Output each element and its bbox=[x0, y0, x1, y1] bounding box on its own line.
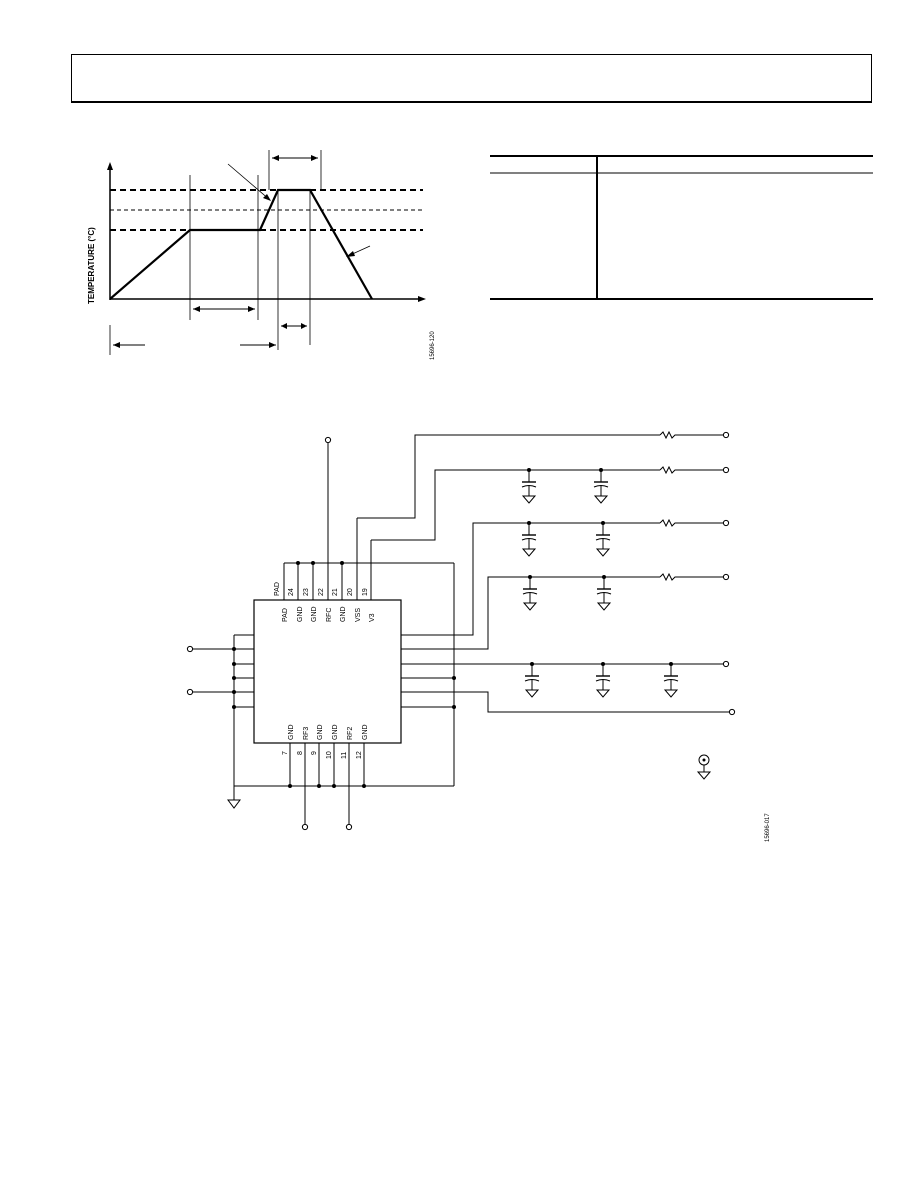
v2-trace bbox=[401, 522, 660, 636]
pin-name-gnd-10: GND bbox=[332, 724, 339, 740]
pin-name-rf3: RF3 bbox=[303, 727, 310, 740]
pin-number-21: 21 bbox=[332, 588, 339, 596]
terminal-1[interactable] bbox=[722, 431, 730, 439]
resistor-r1 bbox=[659, 430, 724, 440]
terminal-4[interactable] bbox=[722, 573, 730, 581]
y-axis-arrowhead bbox=[107, 162, 113, 170]
rf3-terminal[interactable] bbox=[301, 823, 309, 831]
v1-trace bbox=[401, 576, 660, 650]
pin-number-8: 8 bbox=[297, 751, 304, 755]
capacitor-c1 bbox=[521, 470, 537, 504]
pin-number-7: 7 bbox=[282, 751, 289, 755]
ramp-up-leader bbox=[227, 163, 271, 201]
rfc-terminal[interactable] bbox=[324, 436, 332, 444]
pin-number-23: 23 bbox=[303, 588, 310, 596]
rf4-terminal[interactable] bbox=[186, 645, 194, 653]
ls-trace bbox=[454, 691, 730, 713]
capacitor-c4 bbox=[595, 523, 611, 557]
pin-name-gnd-a: GND bbox=[297, 606, 304, 622]
x-axis-arrowhead bbox=[418, 296, 426, 302]
ground-symbol-main bbox=[227, 799, 241, 809]
page-header-box bbox=[71, 54, 872, 103]
capacitor-c9 bbox=[663, 664, 679, 698]
capacitor-c2 bbox=[593, 470, 609, 504]
capacitor-c5 bbox=[522, 577, 538, 611]
capacitor-c7 bbox=[524, 664, 540, 698]
temperature-profile-curve bbox=[109, 188, 373, 300]
pin-name-vss: VSS bbox=[355, 608, 362, 622]
pin-name-gnd-9: GND bbox=[317, 724, 324, 740]
pin-name-rf2: RF2 bbox=[347, 727, 354, 740]
pin-name-gnd-7: GND bbox=[288, 724, 295, 740]
terminal-6[interactable] bbox=[728, 708, 736, 716]
pin-name-gnd-12: GND bbox=[362, 724, 369, 740]
terminal-5[interactable] bbox=[722, 660, 730, 668]
pin-name-rfc: RFC bbox=[326, 608, 333, 622]
capacitor-c3 bbox=[521, 523, 537, 557]
terminal-3[interactable] bbox=[722, 519, 730, 527]
pin-number-12: 12 bbox=[356, 751, 363, 759]
pin-number-20: 20 bbox=[347, 588, 354, 596]
pin-number-19: 19 bbox=[362, 588, 369, 596]
pin-number-9: 9 bbox=[311, 751, 318, 755]
profile-y-label: TEMPERATURE (°C) bbox=[87, 227, 96, 304]
profile-figure-id: 15696-120 bbox=[430, 331, 436, 360]
pad-label: PAD bbox=[274, 582, 281, 596]
vss-trace bbox=[357, 434, 660, 519]
pin-name-gnd-b: GND bbox=[311, 606, 318, 622]
capacitor-c6 bbox=[596, 577, 612, 611]
v3-trace bbox=[371, 469, 660, 541]
resistor-r4 bbox=[659, 572, 724, 582]
resistor-r3 bbox=[659, 518, 724, 528]
rf2-terminal[interactable] bbox=[345, 823, 353, 831]
pin-name-pad: PAD bbox=[282, 608, 289, 622]
pin-number-10: 10 bbox=[326, 751, 333, 759]
terminal-2[interactable] bbox=[722, 466, 730, 474]
pin-number-11: 11 bbox=[341, 752, 348, 759]
pin-name-gnd-c: GND bbox=[340, 606, 347, 622]
schematic-figure-id: 15696-017 bbox=[765, 813, 771, 842]
rf1-terminal[interactable] bbox=[186, 688, 194, 696]
pin-name-v3: V3 bbox=[369, 613, 376, 622]
ground-legend-symbol bbox=[696, 754, 712, 780]
pin-number-24: 24 bbox=[288, 588, 295, 596]
resistor-r2 bbox=[659, 465, 724, 475]
capacitor-c8 bbox=[595, 664, 611, 698]
pin-number-22: 22 bbox=[318, 588, 325, 596]
